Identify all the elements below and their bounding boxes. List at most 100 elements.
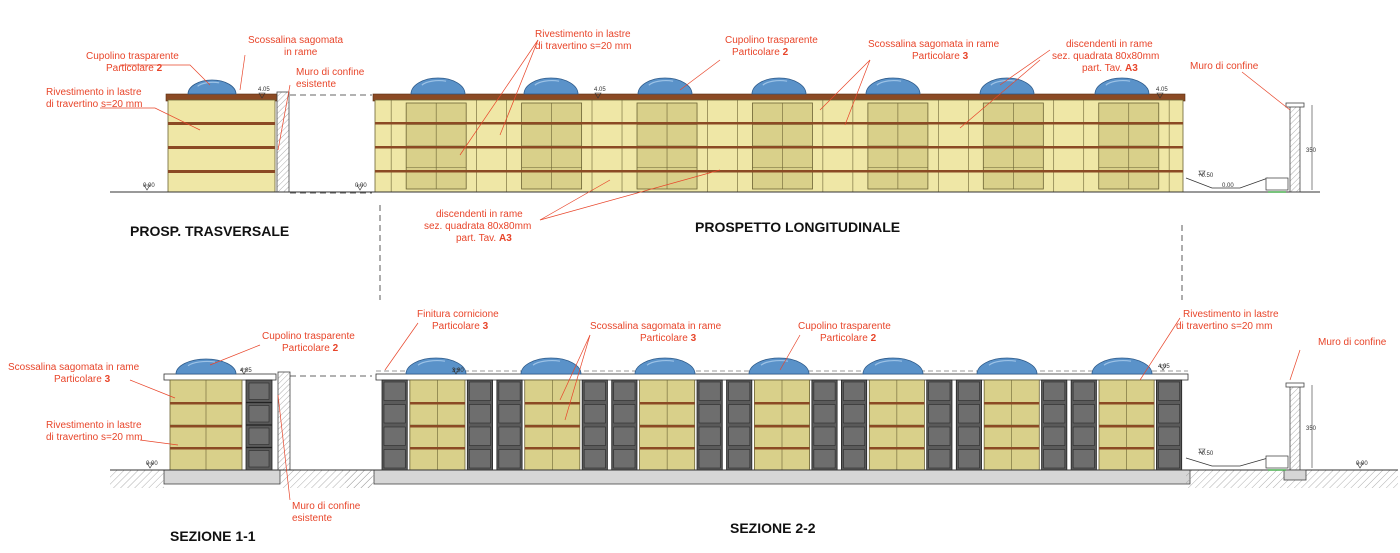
level-triangle (1159, 364, 1167, 371)
level-0-left: 0.00 (143, 183, 155, 189)
copper-band (524, 402, 580, 405)
dome-skylight (187, 79, 237, 95)
label-travertino: di travertino s=20 mm (1176, 321, 1272, 332)
niche-slab (468, 426, 491, 446)
dome-highlight (990, 79, 1016, 86)
level-triangle (356, 184, 364, 191)
niche-slab (957, 449, 980, 469)
copper-band (168, 170, 275, 173)
niche-slab (1043, 404, 1066, 424)
labels-prosp-trasversale: Cupolino trasparente Particolare 2 Scoss… (46, 35, 365, 110)
dome-skylight (979, 77, 1035, 95)
niche-slab (1072, 426, 1095, 446)
wall-footing (1283, 469, 1307, 481)
drain-slope (1185, 177, 1269, 189)
niche-slab (1043, 449, 1066, 469)
dome-skylight (410, 77, 466, 95)
niche-slab (843, 426, 865, 446)
level-triangle (143, 184, 151, 191)
level-405-s22: 4.05 (1158, 364, 1170, 370)
niche-slab (928, 404, 951, 424)
level-405-long-b: 4.05 (1156, 87, 1168, 93)
label-sez-quadrata-bottom: sez. quadrata 80x80mm (424, 221, 531, 232)
level-390-s22: 3.90 (452, 368, 464, 374)
dome-highlight (421, 79, 447, 86)
niche-slab (1158, 449, 1181, 469)
label-rivestimento: Rivestimento in lastre (46, 87, 142, 98)
level-0-s11: 0.00 (146, 461, 158, 467)
niche-slab (383, 426, 406, 446)
niche-slab (957, 381, 980, 401)
labels-sezione-2-2: Finitura cornicione Particolare 3 Scossa… (417, 309, 1387, 348)
ground-hatch (345, 470, 375, 488)
cornice (375, 373, 1189, 381)
drain-box (1265, 177, 1289, 191)
niche-slab (813, 426, 836, 446)
niche-slab (928, 426, 951, 446)
label-esistente: esistente (292, 513, 332, 524)
label-scossalina: Scossalina sagomata in rame (8, 362, 140, 373)
niche-slab (498, 404, 521, 424)
niche-slab (843, 404, 865, 424)
copper-band (170, 402, 242, 405)
copper-band (639, 425, 695, 428)
niche-slab (957, 404, 980, 424)
height-350-long: 350 (1306, 148, 1317, 154)
label-rivestimento: Rivestimento in lastre (535, 29, 631, 40)
dome-skylight (976, 357, 1038, 375)
annotation-leaders (100, 39, 1301, 501)
copper-band (524, 425, 580, 428)
copper-band (524, 447, 580, 450)
copper-band (754, 425, 810, 428)
label-cupolino: Cupolino trasparente (798, 321, 891, 332)
label-part-tav: part. Tav. A3 (1082, 63, 1138, 74)
label-particolare-2: Particolare 2 (820, 333, 877, 344)
dome-highlight (1105, 79, 1131, 86)
niche-slab (813, 404, 836, 424)
copper-band (754, 447, 810, 450)
title-prosp-trasversale: PROSP. TRASVERSALE (130, 223, 289, 239)
copper-band (869, 402, 925, 405)
height-350-s22: 350 (1306, 426, 1317, 432)
level-triangle (452, 368, 460, 375)
boundary-wall (1289, 384, 1301, 471)
copper-band (984, 425, 1040, 428)
niche-slab (498, 426, 521, 446)
dome-skylight (523, 77, 579, 95)
prospetto-longitudinale-elevation (345, 77, 1320, 193)
niche-slab (813, 381, 836, 401)
niche-slab (728, 449, 751, 469)
niche-slab (248, 382, 270, 400)
title-prospetto-longitudinale: PROSPETTO LONGITUDINALE (695, 219, 900, 235)
niche-slab (583, 381, 606, 401)
label-discendenti-bottom: discendenti in rame (436, 209, 523, 220)
label-particolare: Particolare 2 (282, 343, 339, 354)
label-cupolino: Cupolino trasparente (262, 331, 355, 342)
alignment-lines (290, 94, 1183, 471)
niche-slab (1158, 381, 1181, 401)
niche-slab (613, 449, 636, 469)
level-marks: 0.00 4.05 0.00 4.05 4.05 +0.50 0.00 350 … (143, 87, 1368, 467)
niche-slab (728, 404, 751, 424)
dome-highlight (762, 79, 788, 86)
niche-slab (498, 449, 521, 469)
level-050-s22: +0.50 (1198, 451, 1214, 457)
copper-band (869, 425, 925, 428)
level-405-long-a: 4.05 (594, 87, 606, 93)
foundation-slab (373, 469, 1191, 485)
copper-band (1099, 425, 1155, 428)
label-travertino: di travertino s=20 mm (535, 41, 631, 52)
label-muro-confine: Muro di confine (296, 67, 365, 78)
niche-slab (957, 426, 980, 446)
niche-slab (1043, 381, 1066, 401)
label-rivestimento: Rivestimento in lastre (1183, 309, 1279, 320)
dome-highlight (876, 79, 902, 86)
copper-band (984, 402, 1040, 405)
dome-highlight (417, 360, 446, 366)
copper-band (170, 425, 242, 428)
copper-band (639, 402, 695, 405)
niche-slab (383, 404, 406, 424)
copper-band (375, 146, 1183, 149)
level-triangle (1156, 92, 1164, 99)
label-particolare: Particolare 2 (732, 47, 789, 58)
